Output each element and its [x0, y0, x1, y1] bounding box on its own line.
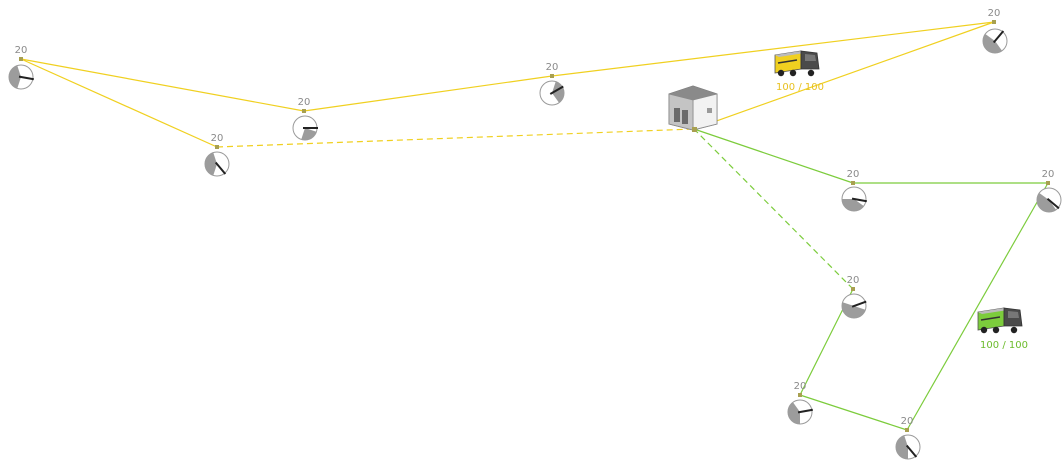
stop-marker [215, 145, 219, 149]
depot[interactable] [668, 85, 718, 132]
time-window-dial [841, 186, 867, 212]
time-window-dial [787, 399, 813, 425]
customer-stop[interactable]: 20 [8, 45, 34, 90]
time-window-dial [204, 151, 230, 177]
demand-label: 20 [211, 133, 224, 144]
vehicle-load-label: 100 / 100 [776, 82, 824, 93]
stop-marker [1046, 181, 1050, 185]
route-edge [303, 75, 553, 112]
depot-marker [692, 127, 697, 132]
route-edges [20, 21, 1049, 431]
customer-stop[interactable]: 20 [204, 133, 230, 177]
customer-stop[interactable]: 20 [841, 169, 867, 212]
warehouse-icon [668, 85, 718, 131]
vehicle[interactable]: 100 / 100 [977, 307, 1028, 351]
truck-icon[interactable] [977, 307, 1023, 334]
demand-label: 20 [298, 97, 311, 108]
truck-icon[interactable] [774, 50, 820, 77]
stop-marker [19, 57, 23, 61]
time-window-dial [292, 115, 318, 141]
stop-marker [905, 428, 909, 432]
customer-stop[interactable]: 20 [787, 381, 813, 425]
demand-label: 20 [901, 416, 914, 427]
route-edge [799, 394, 908, 431]
trucks: 100 / 100 100 / 100 [774, 50, 1028, 351]
stop-marker [851, 181, 855, 185]
stop-marker [798, 393, 802, 397]
demand-label: 20 [1042, 169, 1055, 180]
demand-label: 20 [988, 8, 1001, 19]
route-return-edge [216, 128, 695, 148]
time-window-dial [1036, 187, 1062, 213]
stop-marker [851, 287, 855, 291]
customer-stop[interactable]: 20 [1036, 169, 1062, 213]
route-edge [551, 21, 995, 77]
route-edge [20, 58, 305, 112]
route-edge [693, 21, 995, 130]
time-window-dial [841, 293, 867, 319]
route-edge [906, 182, 1049, 431]
time-window-dial [539, 80, 565, 106]
vehicle-load-label: 100 / 100 [980, 340, 1028, 351]
demand-label: 20 [15, 45, 28, 56]
stop-marker [992, 20, 996, 24]
customer-stop[interactable]: 20 [895, 416, 921, 460]
customer-stop[interactable]: 20 [292, 97, 318, 141]
time-window-dial [895, 434, 921, 460]
demand-label: 20 [847, 275, 860, 286]
route-edge [693, 128, 854, 184]
customer-stop[interactable]: 20 [841, 275, 867, 319]
route-return-edge [693, 128, 854, 290]
customer-stop[interactable]: 20 [982, 8, 1008, 54]
stops: 20 20 20 20 20 20 20 20 20 20 [8, 8, 1062, 460]
time-window-dial [8, 64, 34, 90]
time-window-dial [982, 28, 1008, 54]
demand-label: 20 [546, 62, 559, 73]
customer-stop[interactable]: 20 [539, 62, 565, 106]
stop-marker [302, 109, 306, 113]
route-edge [20, 58, 218, 148]
vehicle[interactable]: 100 / 100 [774, 50, 824, 93]
demand-label: 20 [794, 381, 807, 392]
stop-marker [550, 74, 554, 78]
demand-label: 20 [847, 169, 860, 180]
